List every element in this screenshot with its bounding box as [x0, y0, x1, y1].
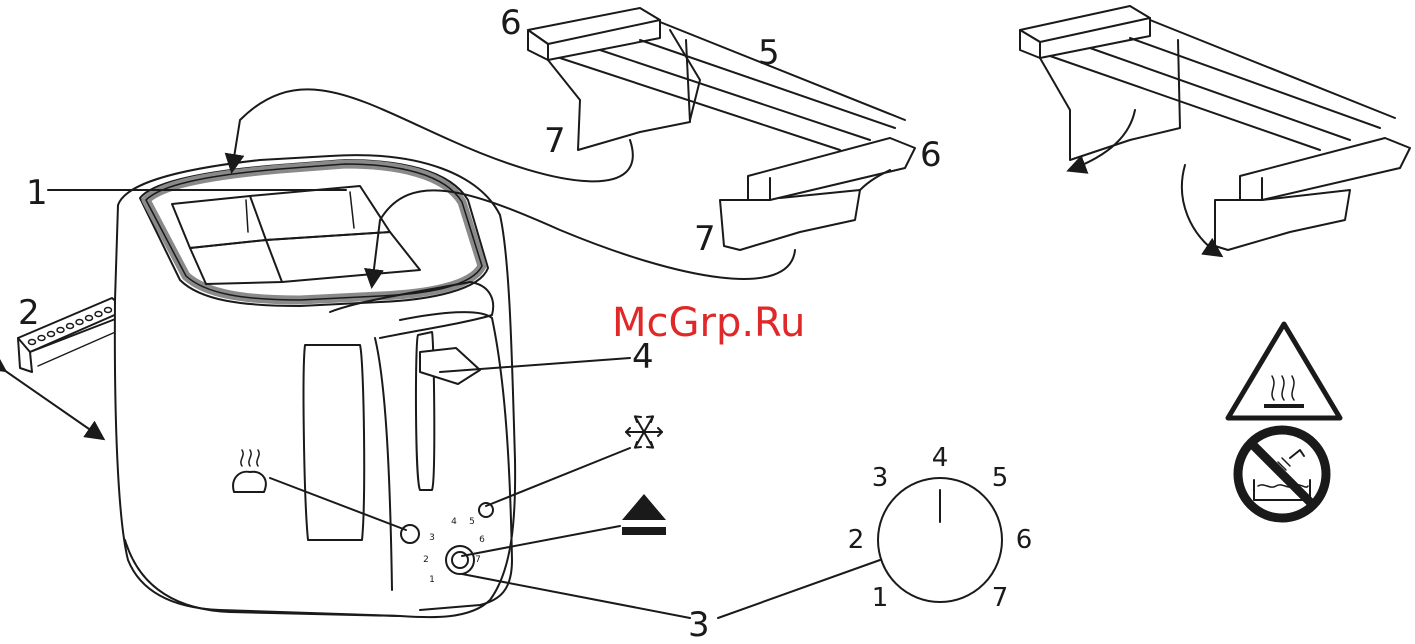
- eject-icon: [622, 494, 666, 535]
- tray-hole: [57, 328, 64, 333]
- tray-hole: [86, 316, 93, 321]
- dial-number: 1: [872, 583, 889, 613]
- dial-number: 3: [872, 463, 889, 493]
- dial-number: 5: [992, 463, 1009, 493]
- browning-dial: 12 3 4 5 67: [848, 443, 1033, 613]
- label-rack-handle-top: 6: [500, 3, 522, 43]
- label-crumb-tray: 2: [18, 293, 40, 333]
- dial-number: 6: [1016, 525, 1033, 555]
- snowflake-icon: [626, 416, 662, 447]
- tray-hole: [29, 340, 36, 345]
- tray-slide-arrow: [4, 370, 102, 438]
- hot-surface-warning-icon: [1228, 324, 1340, 418]
- warming-rack: [528, 8, 915, 250]
- toaster-dial-number: 7: [475, 555, 481, 565]
- callout-line-3: [462, 560, 880, 618]
- dial-number: 2: [848, 525, 865, 555]
- tray-hole: [38, 336, 45, 341]
- tray-hole: [48, 332, 55, 337]
- label-rack-frame: 5: [758, 33, 780, 73]
- toaster-dial-number: 1: [429, 575, 435, 585]
- label-browning-control: 3: [688, 605, 710, 644]
- toaster-dial-number: 3: [429, 533, 435, 543]
- watermark: McGrp.Ru: [612, 300, 805, 346]
- tray-hole: [95, 312, 102, 317]
- label-rack-leg-top: 7: [544, 121, 566, 161]
- rack-folding: [1020, 6, 1410, 250]
- label-slots: 1: [26, 173, 48, 213]
- label-rack-leg-bottom: 7: [694, 219, 716, 259]
- toaster-dial-number: 4: [451, 517, 457, 527]
- dial-number: 4: [932, 443, 949, 473]
- tray-hole: [76, 320, 83, 325]
- tray-hole: [105, 308, 112, 313]
- no-immersion-icon: [1238, 430, 1326, 518]
- leg-fold-arrow-top: [1070, 110, 1135, 170]
- tray-hole: [67, 324, 74, 329]
- toaster-dial-number: 2: [423, 555, 429, 565]
- toaster-dial-number: 6: [479, 535, 485, 545]
- toaster-dial-number: 5: [469, 517, 475, 527]
- dial-number: 7: [992, 583, 1009, 613]
- label-rack-handle-bottom: 6: [920, 135, 942, 175]
